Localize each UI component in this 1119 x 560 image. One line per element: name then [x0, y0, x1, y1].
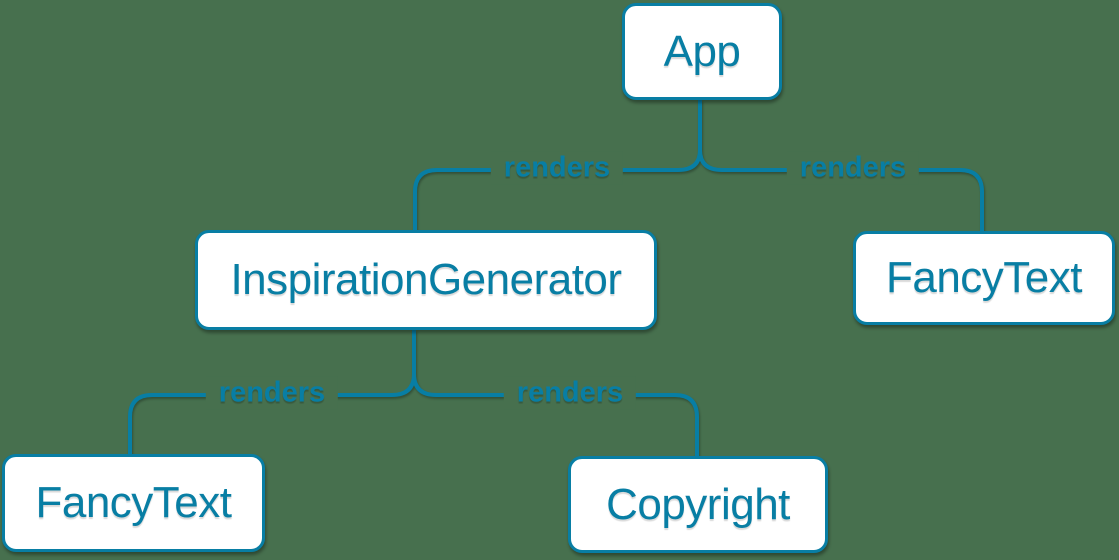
- edge-app-to-fancy-text: [698, 149, 984, 231]
- edge-inspiration-generator-to-fancy-text: [128, 373, 416, 454]
- node-fancy-text-top: FancyText: [853, 231, 1115, 325]
- edge-label-renders: renders: [205, 376, 339, 410]
- edge-inspiration-generator-to-copyright: [412, 373, 699, 456]
- edge-label-renders: renders: [490, 151, 624, 185]
- node-label: Copyright: [606, 479, 790, 529]
- edge-app-to-inspiration-generator: [413, 149, 702, 230]
- edge-label-renders: renders: [786, 151, 920, 185]
- edge-label-renders: renders: [503, 376, 637, 410]
- node-label: App: [663, 26, 741, 76]
- node-label: InspirationGenerator: [230, 255, 622, 304]
- node-label: FancyText: [885, 253, 1083, 302]
- node-copyright: Copyright: [568, 456, 828, 553]
- node-inspiration-generator: InspirationGenerator: [195, 230, 657, 330]
- node-app: App: [622, 3, 782, 100]
- node-label: FancyText: [35, 478, 232, 527]
- node-fancy-text-bottom: FancyText: [2, 454, 265, 552]
